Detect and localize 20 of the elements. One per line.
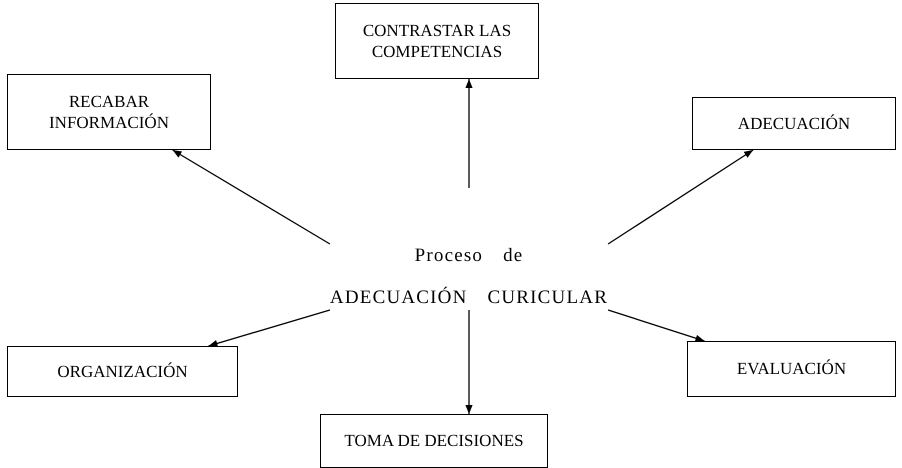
process-box: [7, 74, 211, 150]
box-label: TOMA DE DECISIONES: [344, 430, 524, 452]
process-box: [7, 346, 238, 397]
arrow: [208, 309, 330, 347]
arrow: [608, 149, 754, 245]
process-box: [687, 341, 896, 397]
box-label: CONTRASTAR LAS COMPETENCIAS: [362, 20, 512, 62]
arrow: [465, 310, 473, 414]
process-box: [320, 414, 548, 468]
box-label: RECABAR INFORMACIÓN: [48, 90, 170, 134]
process-box: [335, 3, 539, 79]
subtitle-text: Proceso de: [414, 244, 524, 268]
arrow: [172, 149, 330, 245]
box-label: EVALUACIÓN: [736, 358, 846, 380]
box-label: ADECUACIÓN: [738, 112, 850, 134]
arrow: [465, 79, 473, 188]
arrow: [608, 309, 705, 342]
box-label: ORGANIZACIÓN: [57, 360, 188, 382]
central-title: ADECUACIÓN CURICULAR: [330, 286, 608, 310]
process-box: [692, 97, 896, 150]
